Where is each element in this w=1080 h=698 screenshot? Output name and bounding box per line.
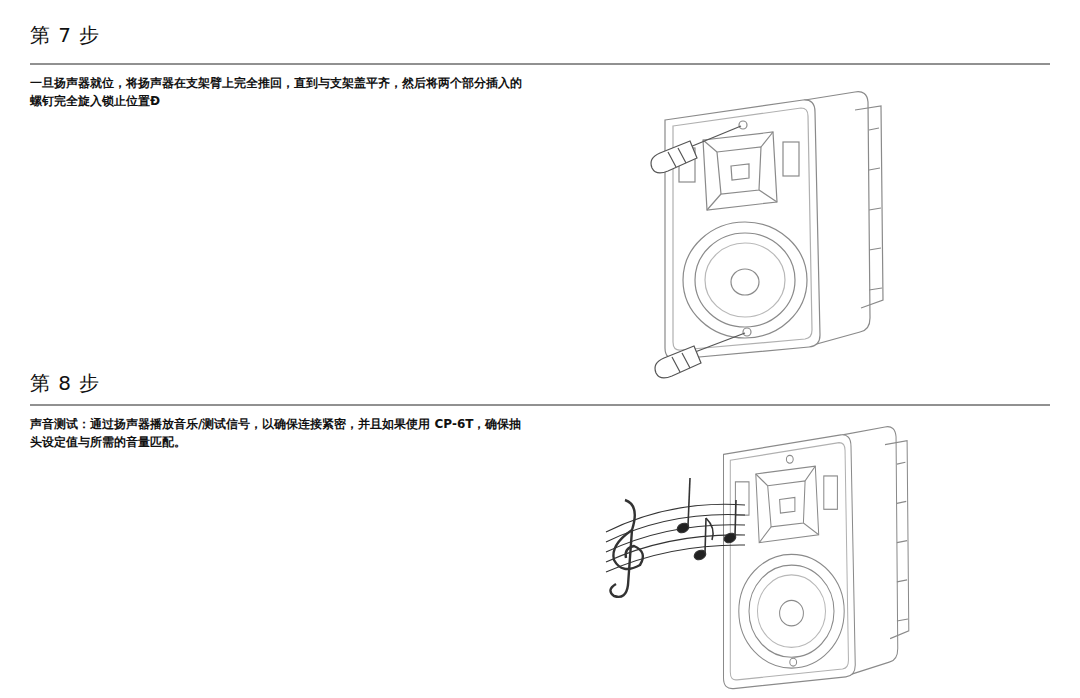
screwdriver [651,126,741,173]
rule-line [30,64,1050,65]
music-notes [606,478,745,597]
step-heading: 第 7 步 [30,22,100,49]
screwdriver [655,333,745,378]
speaker [724,427,909,689]
step-instruction: 一旦扬声器就位，将扬声器在支架臂上完全推回，直到与支架盖平齐，然后将两个部分插入… [30,74,530,110]
step-instruction: 声音测试：通过扬声器播放音乐/测试信号，以确保连接紧密，并且如果使用 CP-6T… [30,415,530,451]
rule-line [30,405,1050,406]
step-heading: 第 8 步 [30,370,100,397]
speaker [665,92,883,359]
